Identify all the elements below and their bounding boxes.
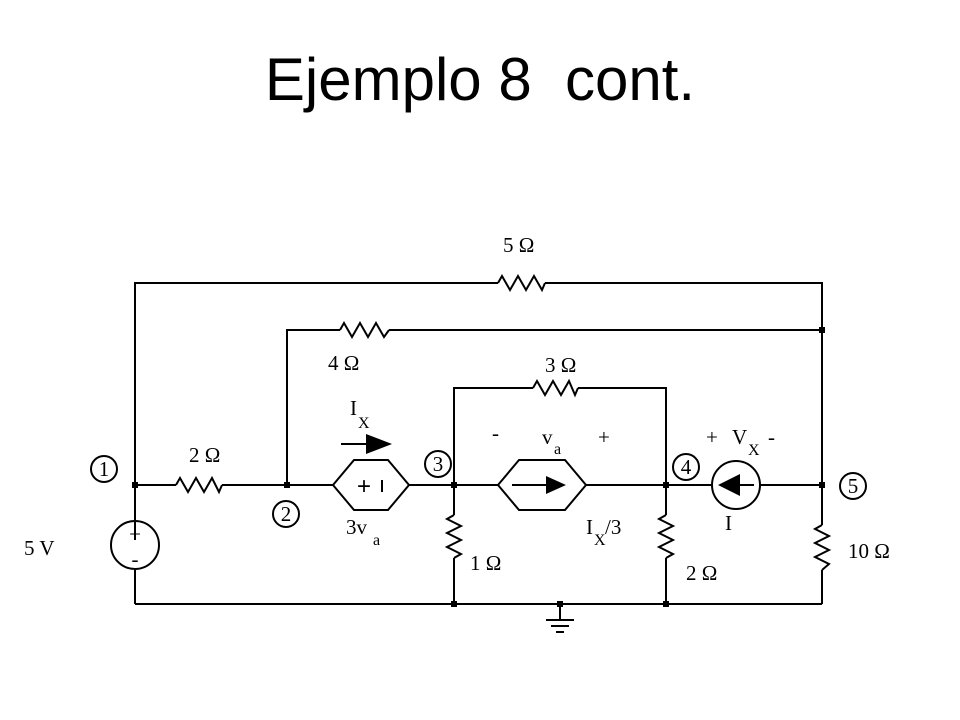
label-ix-over-3: I X /3 bbox=[586, 515, 621, 549]
label-3-ohm: 3 Ω bbox=[545, 353, 576, 377]
node-label-3: 3 bbox=[424, 450, 452, 478]
junction-dots bbox=[132, 327, 825, 607]
resistor-5ohm bbox=[497, 273, 546, 293]
dependent-current-source bbox=[496, 459, 588, 511]
svg-text:3: 3 bbox=[433, 452, 444, 476]
current-source-i bbox=[711, 460, 761, 510]
resistor-10ohm bbox=[812, 524, 832, 571]
label-vx: V X bbox=[732, 425, 760, 459]
label-2-ohm-a: 2 Ω bbox=[189, 443, 220, 467]
wire-top-left bbox=[134, 282, 498, 540]
dependent-voltage-source: + bbox=[331, 459, 411, 511]
node-label-5: 5 bbox=[839, 472, 867, 500]
label-current-source-i: I bbox=[725, 511, 732, 535]
svg-text:1: 1 bbox=[99, 457, 110, 481]
label-5-ohm: 5 Ω bbox=[503, 233, 534, 257]
svg-text:X: X bbox=[358, 415, 370, 432]
label-vx-plus: + bbox=[706, 425, 718, 449]
resistor-4ohm bbox=[339, 320, 390, 340]
svg-text:a: a bbox=[554, 441, 561, 458]
svg-text:I: I bbox=[350, 396, 357, 420]
label-vx-minus: - bbox=[768, 425, 775, 449]
svg-text:V: V bbox=[732, 425, 747, 449]
label-10-ohm: 10 Ω bbox=[848, 539, 890, 563]
resistor-2ohm-a bbox=[175, 475, 223, 495]
svg-text:X: X bbox=[748, 442, 760, 459]
wires bbox=[134, 282, 823, 605]
node-label-4: 4 bbox=[672, 453, 700, 481]
slide-title: Ejemplo 8 cont. bbox=[264, 46, 696, 113]
svg-text:I: I bbox=[586, 515, 593, 539]
label-ix: I X bbox=[350, 396, 370, 432]
ground-icon bbox=[546, 604, 574, 633]
source-minus-sign: - bbox=[132, 547, 139, 571]
svg-text:2: 2 bbox=[281, 502, 292, 526]
svg-text:/3: /3 bbox=[605, 515, 621, 539]
svg-text:X: X bbox=[594, 532, 606, 549]
source-plus-sign: + bbox=[129, 522, 141, 546]
label-4-ohm: 4 Ω bbox=[328, 351, 359, 375]
wire-3ohm-left bbox=[453, 387, 533, 485]
label-3va: 3v a bbox=[346, 515, 380, 549]
svg-text:5: 5 bbox=[848, 474, 859, 498]
ix-arrow-icon bbox=[341, 434, 392, 454]
resistor-2ohm-b bbox=[656, 514, 676, 559]
svg-text:4: 4 bbox=[681, 455, 692, 479]
label-5-volt: 5 V bbox=[24, 536, 55, 560]
voltage-source-5v: + - bbox=[110, 520, 160, 571]
label-va-plus: + bbox=[598, 425, 610, 449]
node-label-1: 1 bbox=[90, 455, 118, 483]
svg-text:3v: 3v bbox=[346, 515, 368, 539]
dep-current-arrow-icon bbox=[546, 476, 566, 494]
dep-voltage-plus-sign: + bbox=[357, 473, 371, 500]
wire-3ohm-right bbox=[578, 387, 667, 485]
svg-text:a: a bbox=[373, 532, 380, 549]
label-va-minus: - bbox=[492, 421, 499, 445]
node-label-2: 2 bbox=[272, 500, 300, 528]
resistor-1ohm bbox=[444, 514, 464, 559]
svg-text:v: v bbox=[542, 425, 553, 449]
wire-top-right bbox=[545, 282, 823, 330]
resistor-3ohm bbox=[532, 378, 579, 398]
label-2-ohm-b: 2 Ω bbox=[686, 561, 717, 585]
label-va: v a bbox=[542, 425, 561, 458]
wire-4ohm-left bbox=[286, 329, 340, 485]
label-1-ohm: 1 Ω bbox=[470, 551, 501, 575]
current-source-arrow-icon bbox=[718, 474, 740, 496]
